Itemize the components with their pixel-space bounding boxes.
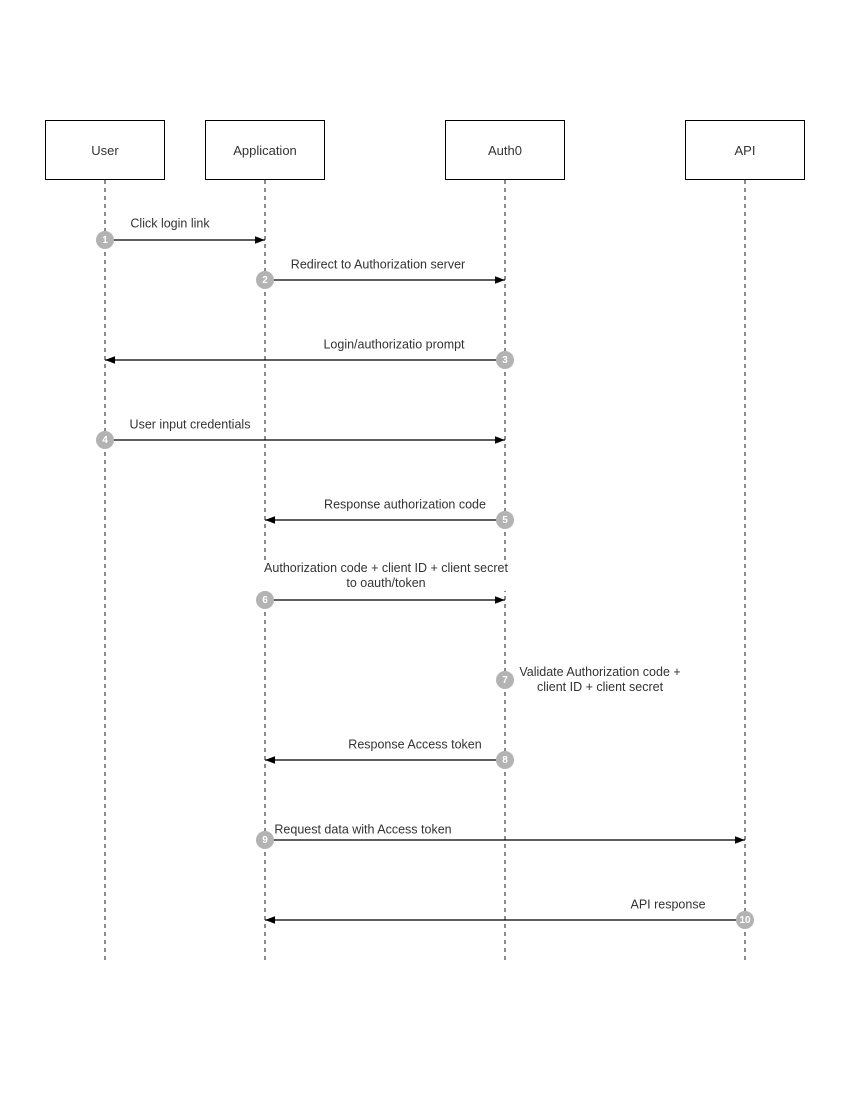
message-label-1: Click login link	[128, 216, 212, 232]
actor-box-application: Application	[205, 120, 325, 180]
message-label-9: Request data with Access token	[272, 822, 454, 838]
step-number-badge-5: 5	[496, 511, 514, 529]
step-number-badge-1: 1	[96, 231, 114, 249]
message-label-8: Response Access token	[346, 737, 484, 753]
step-number-badge-7: 7	[496, 671, 514, 689]
step-number-badge-6: 6	[256, 591, 274, 609]
step-number-badge-2: 2	[256, 271, 274, 289]
step-number-badge-4: 4	[96, 431, 114, 449]
actor-box-user: User	[45, 120, 165, 180]
actor-label-application: Application	[233, 142, 297, 158]
actor-box-api: API	[685, 120, 805, 180]
message-label-2: Redirect to Authorization server	[288, 257, 468, 273]
actor-label-user: User	[91, 142, 119, 158]
actor-label-api: API	[734, 142, 756, 158]
message-label-7: Validate Authorization code + client ID …	[517, 665, 683, 695]
actor-label-auth0: Auth0	[488, 142, 522, 158]
message-label-10: API response	[628, 897, 708, 913]
message-label-3: Login/authorizatio prompt	[321, 337, 467, 353]
step-number-badge-10: 10	[736, 911, 754, 929]
step-number-badge-3: 3	[496, 351, 514, 369]
actor-box-auth0: Auth0	[445, 120, 565, 180]
message-label-4: User input credentials	[127, 417, 253, 433]
message-label-5: Response authorization code	[322, 497, 488, 513]
step-number-badge-9: 9	[256, 831, 274, 849]
message-label-6: Authorization code + client ID + client …	[262, 561, 510, 591]
step-number-badge-8: 8	[496, 751, 514, 769]
